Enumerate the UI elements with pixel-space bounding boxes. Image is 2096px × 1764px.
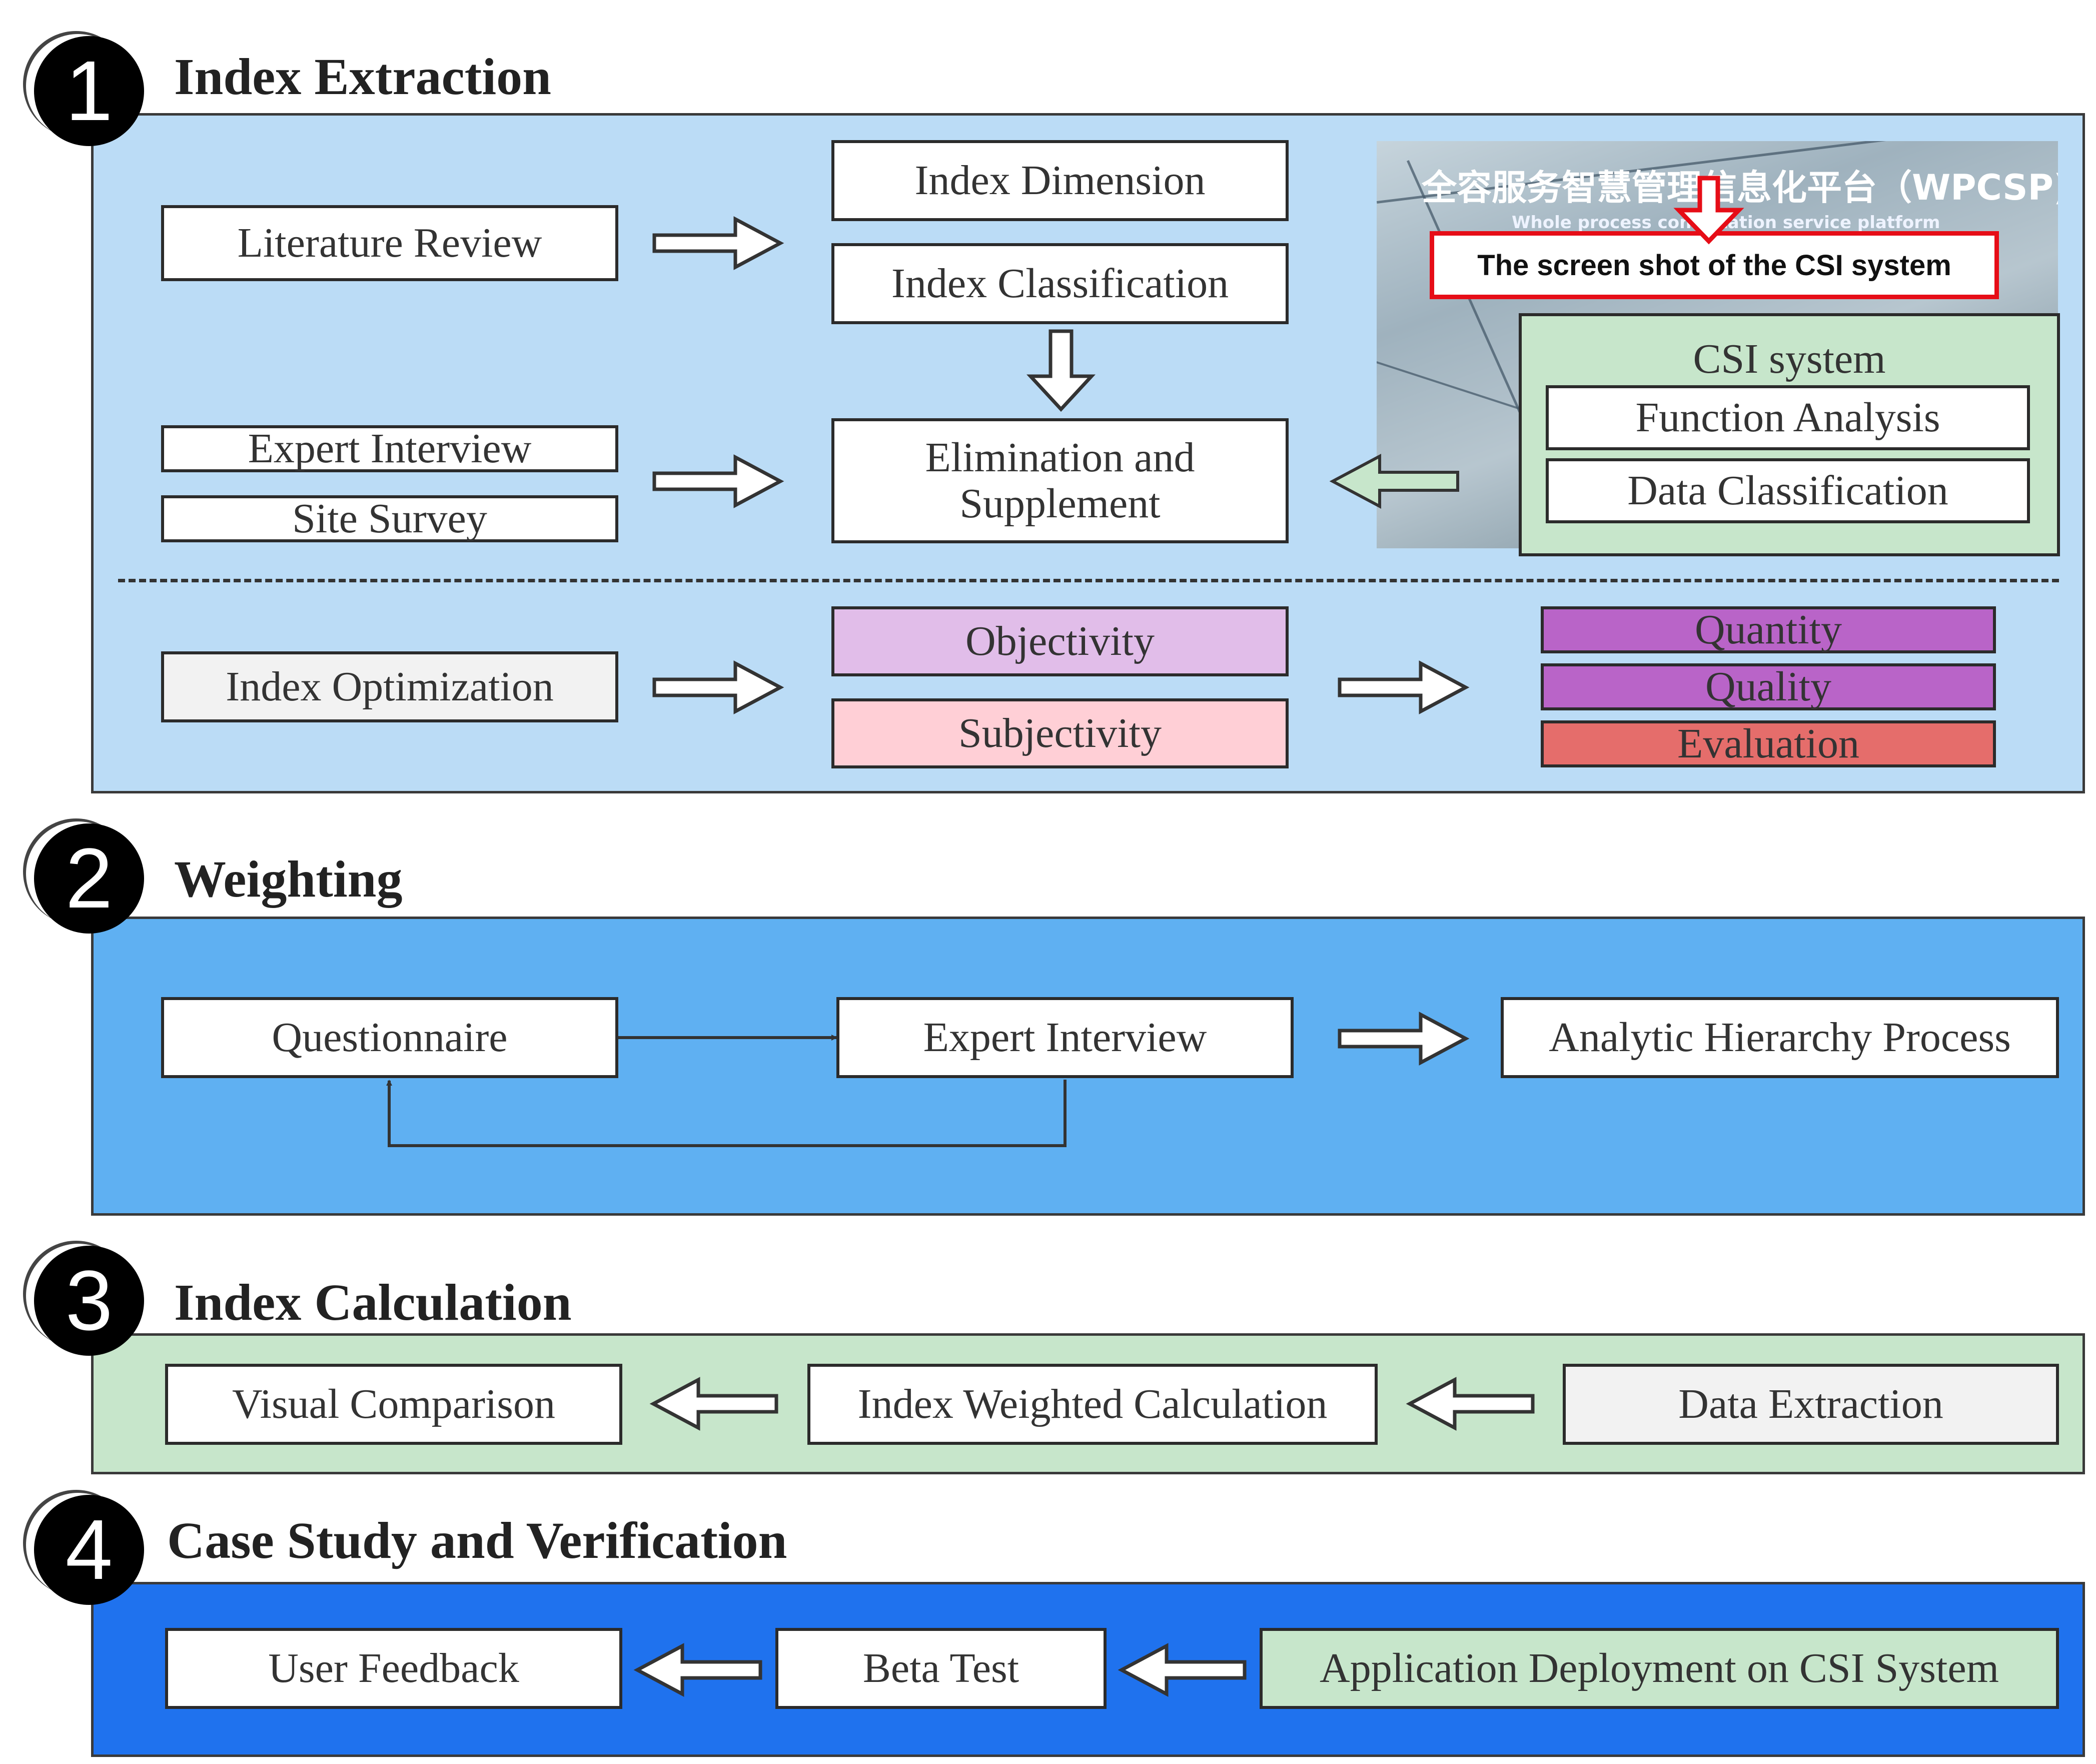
down-arrow (1026, 329, 1096, 412)
step-number-badge-1: 1 (34, 36, 144, 146)
section-title-weighting: Weighting (174, 850, 403, 908)
quantity-box: Quantity (1541, 606, 1996, 653)
index-dimension-box: Index Dimension (831, 140, 1289, 221)
visual-comparison-box: Visual Comparison (165, 1364, 622, 1445)
beta-test-box: Beta Test (775, 1628, 1107, 1709)
application-deployment-box: Application Deployment on CSI System (1260, 1628, 2059, 1709)
data-classification-box: Data Classification (1546, 458, 2030, 523)
elimination-supplement-box: Elimination and Supplement (831, 418, 1289, 543)
section-title-index-extraction: Index Extraction (174, 48, 551, 106)
right-arrow (652, 454, 784, 508)
left-arrow (649, 1377, 778, 1431)
function-analysis-box: Function Analysis (1546, 385, 2030, 450)
index-classification-box: Index Classification (831, 243, 1289, 324)
site-survey-box: Site Survey (161, 495, 618, 542)
section-title-case-study: Case Study and Verification (167, 1512, 787, 1569)
left-arrow (633, 1643, 762, 1697)
analytic-hierarchy-process-box: Analytic Hierarchy Process (1501, 997, 2059, 1078)
step-number-badge-4: 4 (34, 1495, 144, 1605)
right-arrow (652, 660, 784, 714)
section-title-index-calculation: Index Calculation (174, 1274, 572, 1331)
expert-interview-weighting-box: Expert Interview (836, 997, 1294, 1078)
data-extraction-box: Data Extraction (1563, 1364, 2059, 1445)
subjectivity-box: Subjectivity (831, 698, 1289, 768)
screenshot-red-down-arrow (1673, 176, 1744, 245)
left-arrow-green (1329, 454, 1459, 509)
left-arrow (1406, 1377, 1535, 1431)
right-arrow (652, 216, 784, 270)
index-optimization-box: Index Optimization (161, 651, 618, 722)
step-number-badge-3: 3 (34, 1246, 144, 1356)
left-arrow (1118, 1643, 1247, 1697)
right-arrow (1338, 1012, 1470, 1066)
right-arrow (1338, 660, 1470, 714)
step-number-badge-2: 2 (34, 823, 144, 934)
questionnaire-box: Questionnaire (161, 997, 618, 1078)
literature-review-box: Literature Review (161, 205, 618, 281)
csi-system-title: CSI system (1693, 336, 1886, 382)
objectivity-box: Objectivity (831, 606, 1289, 676)
user-feedback-box: User Feedback (165, 1628, 622, 1709)
interview-feedback-loop-line (386, 1080, 1067, 1147)
quality-box: Quality (1541, 663, 1996, 710)
expert-interview-box: Expert Interview (161, 425, 618, 472)
evaluation-box: Evaluation (1541, 720, 1996, 767)
screenshot-platform-title: 全容服务智慧管理信息化平台（WPCSP) (1422, 167, 2058, 208)
section-divider-dashed-line (118, 579, 2059, 582)
index-weighted-calculation-box: Index Weighted Calculation (807, 1364, 1378, 1445)
